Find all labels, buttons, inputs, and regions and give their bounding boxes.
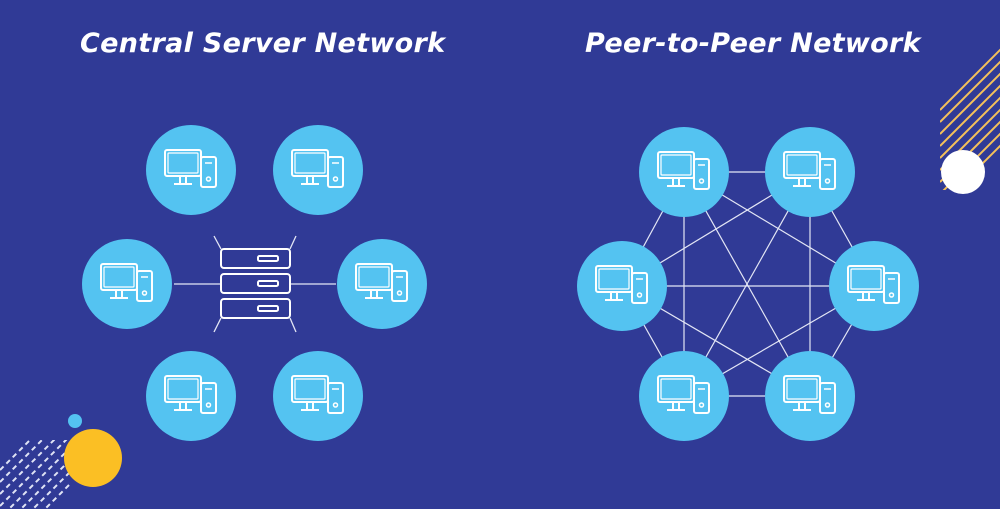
- central-client-mid-right: [337, 239, 427, 329]
- desktop-computer-icon: [164, 375, 217, 414]
- desktop-computer-icon: [783, 151, 836, 190]
- node-circle: [765, 127, 855, 217]
- node-circle: [577, 241, 667, 331]
- decor-yellow-circle: [64, 429, 122, 487]
- node-circle: [639, 351, 729, 441]
- peer-top-left: [639, 127, 729, 217]
- decor-white-circle: [941, 150, 985, 194]
- node-circle: [82, 239, 172, 329]
- desktop-computer-icon: [657, 151, 710, 190]
- node-circle: [273, 351, 363, 441]
- central-client-bottom-left: [146, 351, 236, 441]
- desktop-computer-icon: [657, 375, 710, 414]
- central-client-bottom-right: [273, 351, 363, 441]
- computer-nodes: [82, 125, 919, 441]
- node-circle: [765, 351, 855, 441]
- node-circle: [829, 241, 919, 331]
- edge-server-top-right: [289, 235, 297, 250]
- desktop-computer-icon: [783, 375, 836, 414]
- node-circle: [146, 125, 236, 215]
- peer-bottom-left: [639, 351, 729, 441]
- node-circle: [146, 351, 236, 441]
- desktop-computer-icon: [291, 375, 344, 414]
- desktop-computer-icon: [595, 265, 648, 304]
- central-network-edges: [174, 235, 336, 333]
- edge-server-top-left: [213, 235, 222, 250]
- desktop-computer-icon: [847, 265, 900, 304]
- peer-top-right: [765, 127, 855, 217]
- decor-stripes-bottom-left: [0, 440, 70, 509]
- peer-to-peer-network-title: Peer-to-Peer Network: [585, 28, 921, 59]
- peer-mid-left: [577, 241, 667, 331]
- central-client-top-left: [146, 125, 236, 215]
- peer-mid-right: [829, 241, 919, 331]
- desktop-computer-icon: [355, 263, 408, 302]
- server-rack-icon: [220, 248, 291, 319]
- node-circle: [273, 125, 363, 215]
- central-client-top-right: [273, 125, 363, 215]
- desktop-computer-icon: [164, 149, 217, 188]
- decor-small-blue-circle: [68, 414, 82, 428]
- edge-server-bottom-right: [289, 317, 297, 333]
- node-circle: [639, 127, 729, 217]
- central-server-network-title: Central Server Network: [80, 28, 446, 59]
- desktop-computer-icon: [291, 149, 344, 188]
- edge-server-bottom-left: [213, 317, 222, 333]
- central-client-mid-left: [82, 239, 172, 329]
- peer-bottom-right: [765, 351, 855, 441]
- desktop-computer-icon: [100, 263, 153, 302]
- node-circle: [337, 239, 427, 329]
